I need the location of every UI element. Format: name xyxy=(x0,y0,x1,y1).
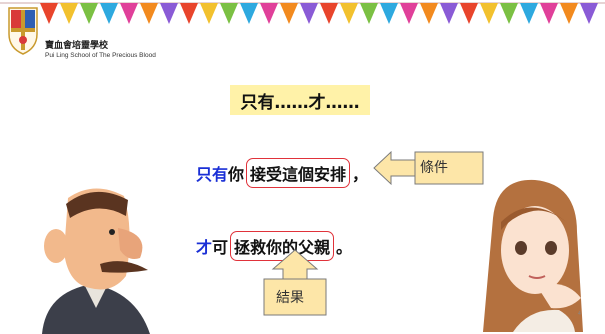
marker-only-if: 只有 xyxy=(196,165,229,184)
result-label: 結果 xyxy=(276,290,304,306)
result-callout-arrow xyxy=(263,249,327,316)
bunting-decoration xyxy=(0,2,605,24)
slide-title: 只有……才…… xyxy=(230,85,370,115)
highlight-result: 拯救你的父親 xyxy=(230,231,335,261)
sentence-condition: 只有 你 接受這個安排 ， xyxy=(196,158,368,188)
school-logo xyxy=(8,7,38,55)
sentence1-subject: 你 xyxy=(228,165,245,184)
sentence2-punct: 。 xyxy=(336,238,353,257)
girl-cartoon-image xyxy=(483,179,583,332)
school-name: 寶血會培靈學校 Pui Ling School of The Precious … xyxy=(45,42,156,60)
sentence1-punct: ， xyxy=(352,165,369,184)
sentence-result: 才 可 拯救你的父親 。 xyxy=(196,231,352,261)
marker-then: 才 xyxy=(196,238,213,257)
sentence2-verb: 可 xyxy=(212,238,229,257)
father-cartoon-image xyxy=(42,188,150,334)
school-name-en: Pui Ling School of The Precious Blood xyxy=(45,52,156,59)
school-name-zh: 寶血會培靈學校 xyxy=(45,41,109,51)
condition-label: 條件 xyxy=(420,160,448,176)
condition-callout-arrow xyxy=(373,150,484,186)
page-number: 4 xyxy=(578,311,581,317)
highlight-condition: 接受這個安排 xyxy=(246,158,351,188)
